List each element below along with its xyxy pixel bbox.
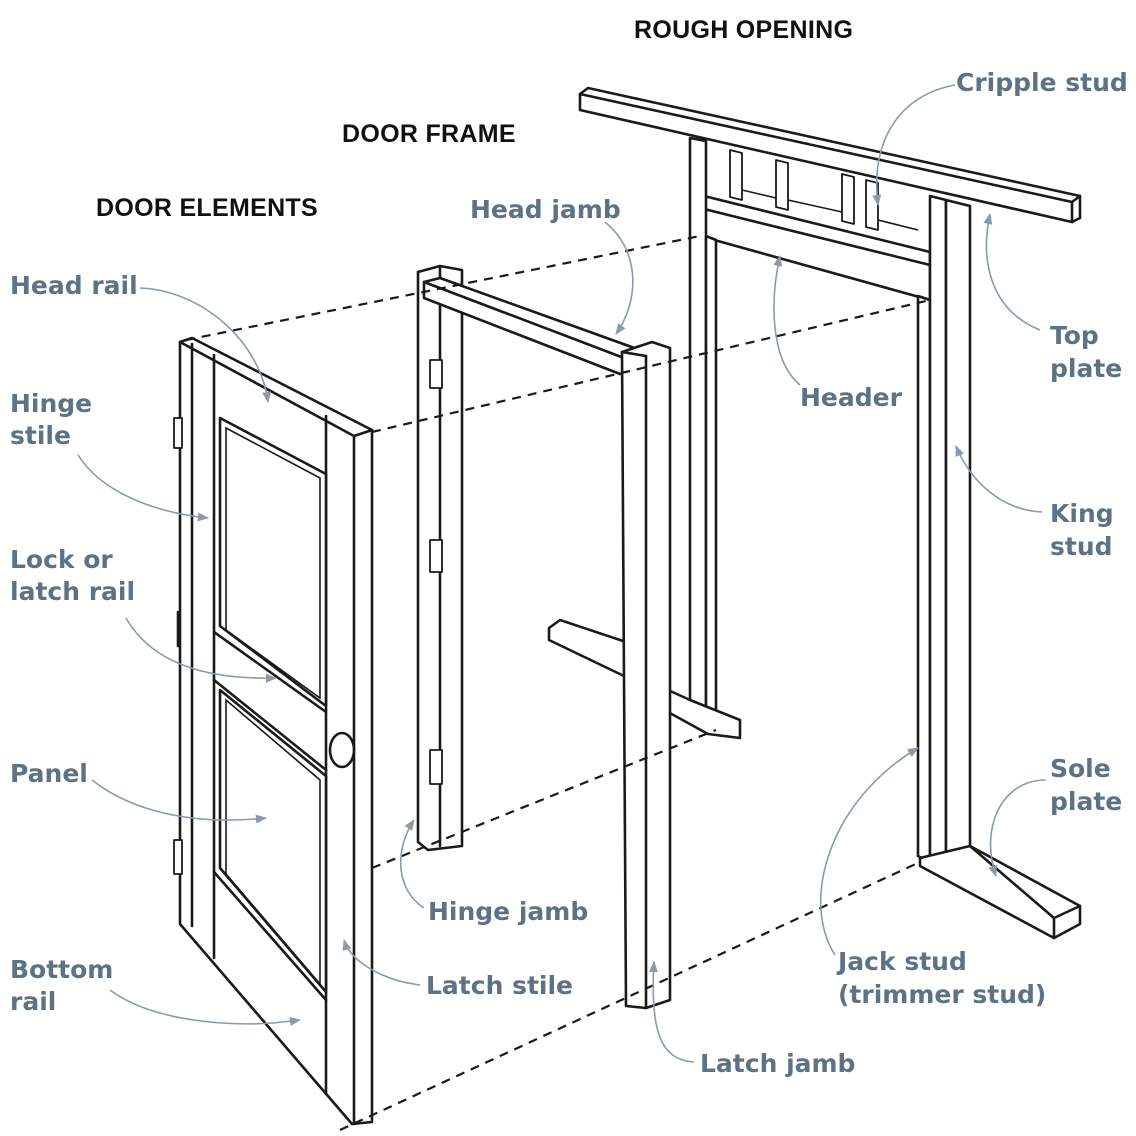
label-hinge-jamb: Hinge jamb — [428, 897, 588, 926]
upper-panel — [218, 416, 328, 708]
cripple-stud — [841, 173, 855, 225]
right-king-stud — [928, 194, 948, 864]
cripple-stud — [729, 149, 743, 201]
label-cripple-stud: Cripple stud — [956, 68, 1128, 97]
door-hinge — [173, 839, 183, 875]
label-bottom-rail-line1: Bottom — [10, 955, 113, 984]
latch-bore — [328, 731, 356, 769]
label-head-rail: Head rail — [10, 271, 138, 300]
right-jack-stud — [916, 294, 932, 864]
label-top-plate-line2: plate — [1050, 354, 1122, 383]
sole-plate — [918, 844, 1082, 940]
right-king-stud-face — [944, 198, 972, 862]
door-hinge — [173, 417, 183, 449]
cripple-stud — [775, 159, 789, 211]
door-frame-jambs — [416, 264, 672, 1010]
label-latch-jamb: Latch jamb — [700, 1049, 855, 1078]
door-slab — [173, 336, 374, 1126]
label-latch-stile: Latch stile — [426, 971, 573, 1000]
left-king-stud — [688, 136, 708, 724]
label-hinge-stile-line2: stile — [10, 421, 71, 450]
label-top-plate-line1: Top — [1050, 321, 1099, 350]
rough-opening-framing — [547, 86, 1082, 940]
label-sole-plate-line2: plate — [1050, 787, 1122, 816]
left-jack-stud — [704, 234, 718, 734]
label-lock-rail-line2: latch rail — [10, 577, 135, 606]
label-head-jamb: Head jamb — [470, 195, 621, 224]
heading-door-elements: DOOR ELEMENTS — [96, 194, 318, 222]
hinge-mortise — [429, 749, 443, 785]
top-plate — [578, 86, 1082, 224]
label-king-stud-line1: King — [1050, 499, 1114, 528]
label-hinge-stile-line1: Hinge — [10, 389, 92, 418]
heading-rough-opening: ROUGH OPENING — [634, 16, 853, 44]
label-header: Header — [800, 383, 903, 412]
label-bottom-rail-line2: rail — [10, 987, 56, 1016]
label-jack-stud-line1: Jack stud — [836, 947, 967, 976]
label-panel: Panel — [10, 759, 88, 788]
label-king-stud-line2: stud — [1050, 532, 1113, 561]
label-jack-stud-line2: (trimmer stud) — [838, 980, 1046, 1009]
cripple-stud — [865, 179, 879, 231]
lower-panel — [218, 688, 328, 994]
label-lock-rail-line1: Lock or — [10, 545, 113, 574]
hinge-mortise — [429, 539, 443, 573]
projection-lines — [185, 234, 931, 1131]
hinge-mortise — [429, 359, 443, 389]
header — [698, 193, 932, 302]
heading-door-frame: DOOR FRAME — [342, 120, 516, 148]
leader-lines — [77, 84, 1047, 1063]
label-sole-plate-line1: Sole — [1050, 754, 1111, 783]
